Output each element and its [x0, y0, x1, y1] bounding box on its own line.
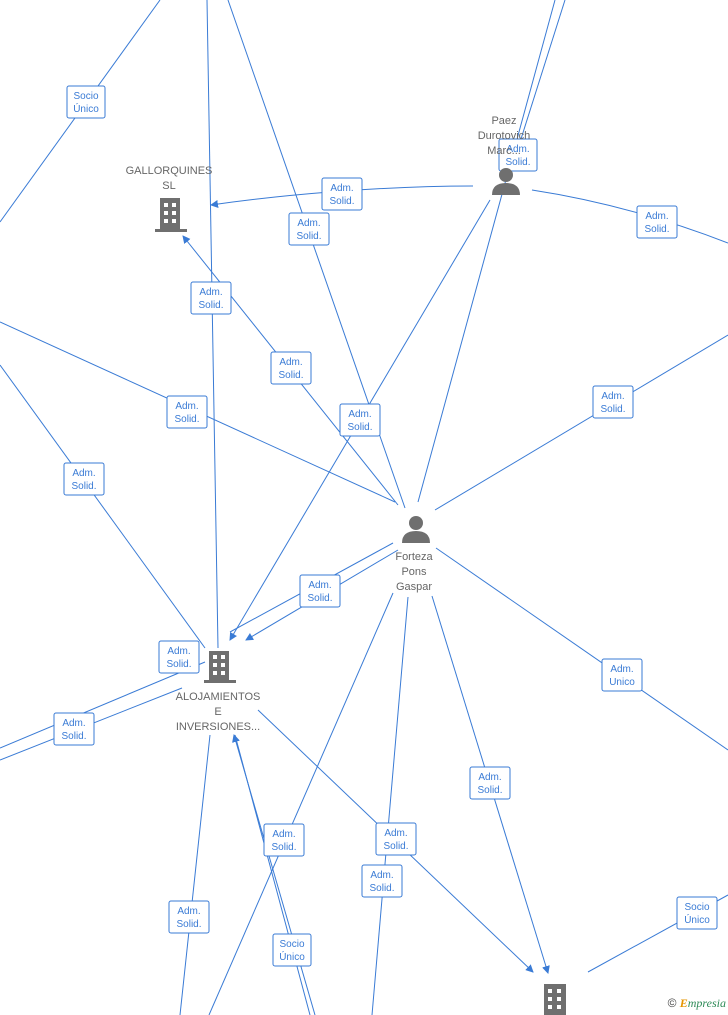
- node-label-line: ALOJAMIENTOS: [176, 691, 261, 703]
- svg-text:Adm.: Adm.: [645, 211, 668, 222]
- node-label-line: Paez: [491, 115, 516, 127]
- svg-text:Solid.: Solid.: [271, 842, 296, 853]
- node-label-line: SL: [162, 180, 175, 192]
- node-label-line: Gaspar: [396, 581, 432, 593]
- svg-text:Solid.: Solid.: [600, 404, 625, 415]
- edge-label: Adm. Solid.: [168, 900, 210, 934]
- edge-label: Adm. Solid.: [270, 351, 312, 385]
- svg-text:Adm.: Adm.: [610, 664, 633, 675]
- svg-text:Adm.: Adm.: [330, 183, 353, 194]
- edge-label: Adm. Solid.: [263, 823, 305, 857]
- svg-text:Solid.: Solid.: [278, 370, 303, 381]
- edge-label: Adm. Solid.: [361, 864, 403, 898]
- svg-text:Socio: Socio: [279, 939, 304, 950]
- svg-text:Solid.: Solid.: [176, 919, 201, 930]
- company-node-alojamientos[interactable]: ALOJAMIENTOS E INVERSIONES...: [176, 651, 261, 733]
- svg-text:Adm.: Adm.: [272, 829, 295, 840]
- edge-label: Adm. Solid.: [636, 205, 678, 239]
- svg-text:Solid.: Solid.: [307, 593, 332, 604]
- svg-text:Solid.: Solid.: [61, 731, 86, 742]
- node-label-line: Forteza: [395, 551, 433, 563]
- svg-text:Adm.: Adm.: [601, 391, 624, 402]
- svg-text:Solid.: Solid.: [347, 422, 372, 433]
- edge-label: Adm. Solid.: [498, 138, 538, 172]
- edge-label: Adm. Solid.: [592, 385, 634, 419]
- svg-text:Adm.: Adm.: [370, 870, 393, 881]
- svg-text:Único: Único: [73, 102, 99, 115]
- company-node-bottom[interactable]: [544, 984, 566, 1015]
- svg-text:Solid.: Solid.: [369, 883, 394, 894]
- svg-text:Adm.: Adm.: [199, 287, 222, 298]
- person-node-forteza[interactable]: Forteza Pons Gaspar: [395, 516, 434, 593]
- person-node-paez[interactable]: Paez Durotovich Marc...: [478, 115, 531, 195]
- svg-text:Adm.: Adm.: [308, 580, 331, 591]
- edge-label: Adm. Solid.: [166, 395, 208, 429]
- edge-label: Adm. Solid.: [63, 462, 105, 496]
- edge-label: Adm. Solid.: [53, 712, 95, 746]
- svg-text:Solid.: Solid.: [477, 785, 502, 796]
- svg-text:Adm.: Adm.: [167, 646, 190, 657]
- person-icon: [492, 168, 520, 195]
- edge-label: Adm. Solid.: [375, 822, 417, 856]
- svg-text:Socio: Socio: [73, 91, 98, 102]
- edge-label: Adm. Solid.: [158, 640, 200, 674]
- svg-text:Solid.: Solid.: [383, 841, 408, 852]
- footer-brand: © Empresia: [668, 996, 726, 1011]
- svg-text:Adm.: Adm.: [348, 409, 371, 420]
- svg-text:Solid.: Solid.: [296, 231, 321, 242]
- person-icon: [402, 516, 430, 543]
- node-label-line: Marc...: [487, 145, 521, 157]
- edge-label: Adm. Unico: [601, 658, 643, 692]
- edge-label: Adm. Solid.: [288, 212, 330, 246]
- svg-text:Socio: Socio: [684, 902, 709, 913]
- svg-text:Adm.: Adm.: [177, 906, 200, 917]
- svg-text:Solid.: Solid.: [644, 224, 669, 235]
- svg-text:Adm.: Adm.: [506, 144, 529, 155]
- company-node-gallorquines[interactable]: GALLORQUINES SL: [126, 165, 213, 232]
- svg-text:Adm.: Adm.: [478, 772, 501, 783]
- svg-text:Adm.: Adm.: [297, 218, 320, 229]
- node-label-line: INVERSIONES...: [176, 721, 260, 733]
- svg-text:Adm.: Adm.: [72, 468, 95, 479]
- svg-text:Adm.: Adm.: [279, 357, 302, 368]
- brand-logo: Empresia: [679, 996, 726, 1010]
- node-label-line: Durotovich: [478, 130, 531, 142]
- edge-label: Adm. Solid.: [190, 281, 232, 315]
- edge-label: Adm. Solid.: [469, 766, 511, 800]
- building-icon: [155, 198, 187, 232]
- svg-text:Solid.: Solid.: [71, 481, 96, 492]
- node-label-line: Pons: [401, 566, 427, 578]
- building-icon: [544, 984, 566, 1015]
- svg-text:Adm.: Adm.: [175, 401, 198, 412]
- edge-label: Adm. Solid.: [299, 574, 341, 608]
- copyright-symbol: ©: [667, 996, 677, 1010]
- node-label-line: E: [214, 706, 221, 718]
- svg-text:Solid.: Solid.: [329, 196, 354, 207]
- svg-text:Solid.: Solid.: [174, 414, 199, 425]
- svg-text:Adm.: Adm.: [384, 828, 407, 839]
- edge-label: Adm. Solid.: [339, 403, 381, 437]
- svg-text:Solid.: Solid.: [505, 157, 530, 168]
- svg-text:Único: Único: [279, 950, 305, 963]
- edge-label: Adm. Solid.: [321, 177, 363, 211]
- svg-text:Único: Único: [684, 913, 710, 926]
- node-label-line: GALLORQUINES: [126, 165, 213, 177]
- svg-text:Adm.: Adm.: [62, 718, 85, 729]
- building-icon: [204, 651, 236, 683]
- svg-text:Unico: Unico: [609, 677, 635, 688]
- svg-text:Solid.: Solid.: [198, 300, 223, 311]
- svg-text:Solid.: Solid.: [166, 659, 191, 670]
